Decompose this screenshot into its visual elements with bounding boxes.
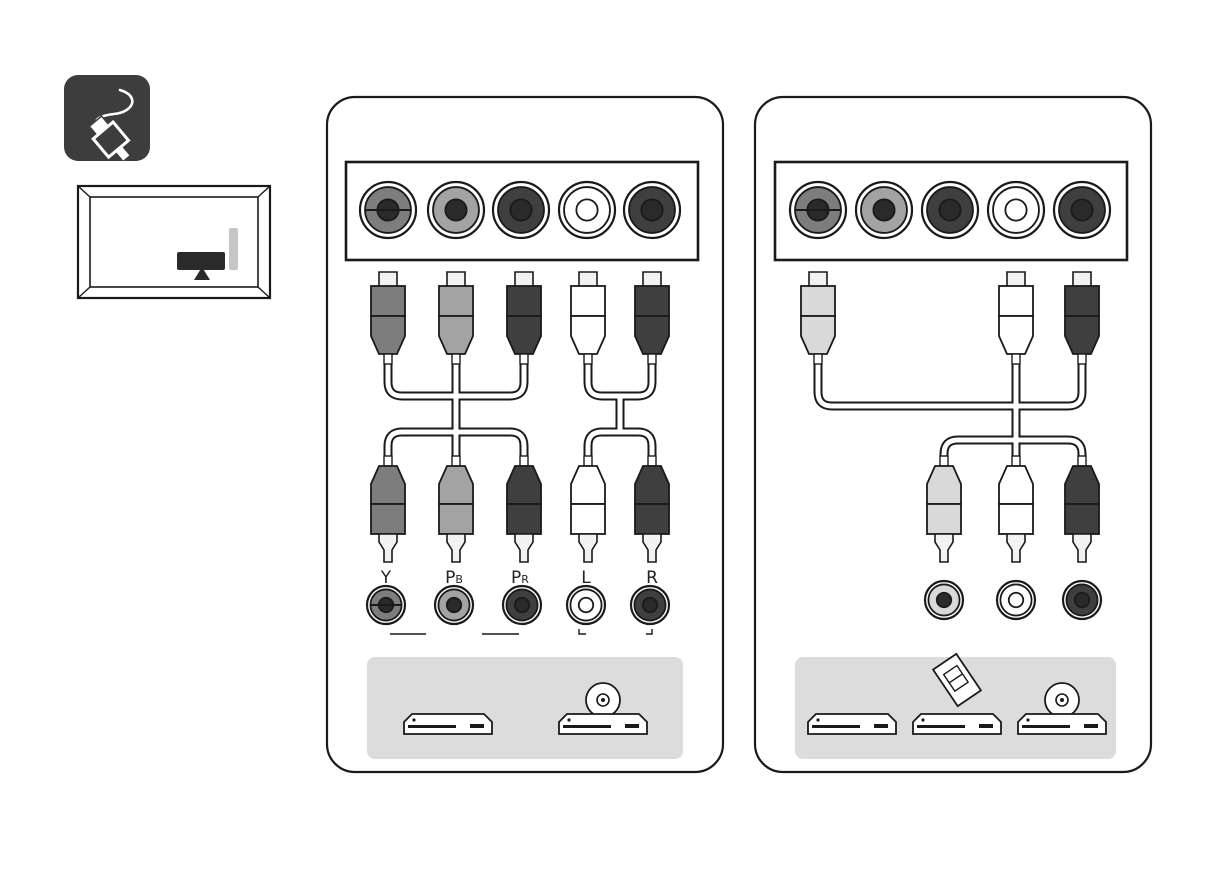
device-jack-blue xyxy=(435,586,473,624)
cable-connect-icon xyxy=(64,75,150,166)
jack-green xyxy=(360,182,416,238)
jack-white xyxy=(988,182,1044,238)
jack-red xyxy=(922,182,978,238)
device-jack-green xyxy=(367,586,405,624)
jack-red xyxy=(1054,182,1110,238)
device-jack-white xyxy=(997,581,1035,619)
jack-white xyxy=(559,182,615,238)
jack-blue xyxy=(856,182,912,238)
jack-green xyxy=(790,182,846,238)
player-icon xyxy=(808,714,896,734)
jack-red xyxy=(624,182,680,238)
panel-left: Y PB PR L R xyxy=(327,97,723,772)
device-jack-yellow xyxy=(925,581,963,619)
device-jack-red xyxy=(503,586,541,624)
right-jack-row xyxy=(790,182,1110,238)
device-jack-red xyxy=(1063,581,1101,619)
left-jack-row xyxy=(360,182,680,238)
jack-red xyxy=(493,182,549,238)
panel-right xyxy=(755,97,1151,772)
right-device-jacks xyxy=(925,581,1101,619)
device-jack-red xyxy=(631,586,669,624)
device-jack-white xyxy=(567,586,605,624)
tv-input-icon xyxy=(78,186,270,298)
player-icon xyxy=(404,714,492,734)
label-r: R xyxy=(646,568,658,588)
jack-blue xyxy=(428,182,484,238)
